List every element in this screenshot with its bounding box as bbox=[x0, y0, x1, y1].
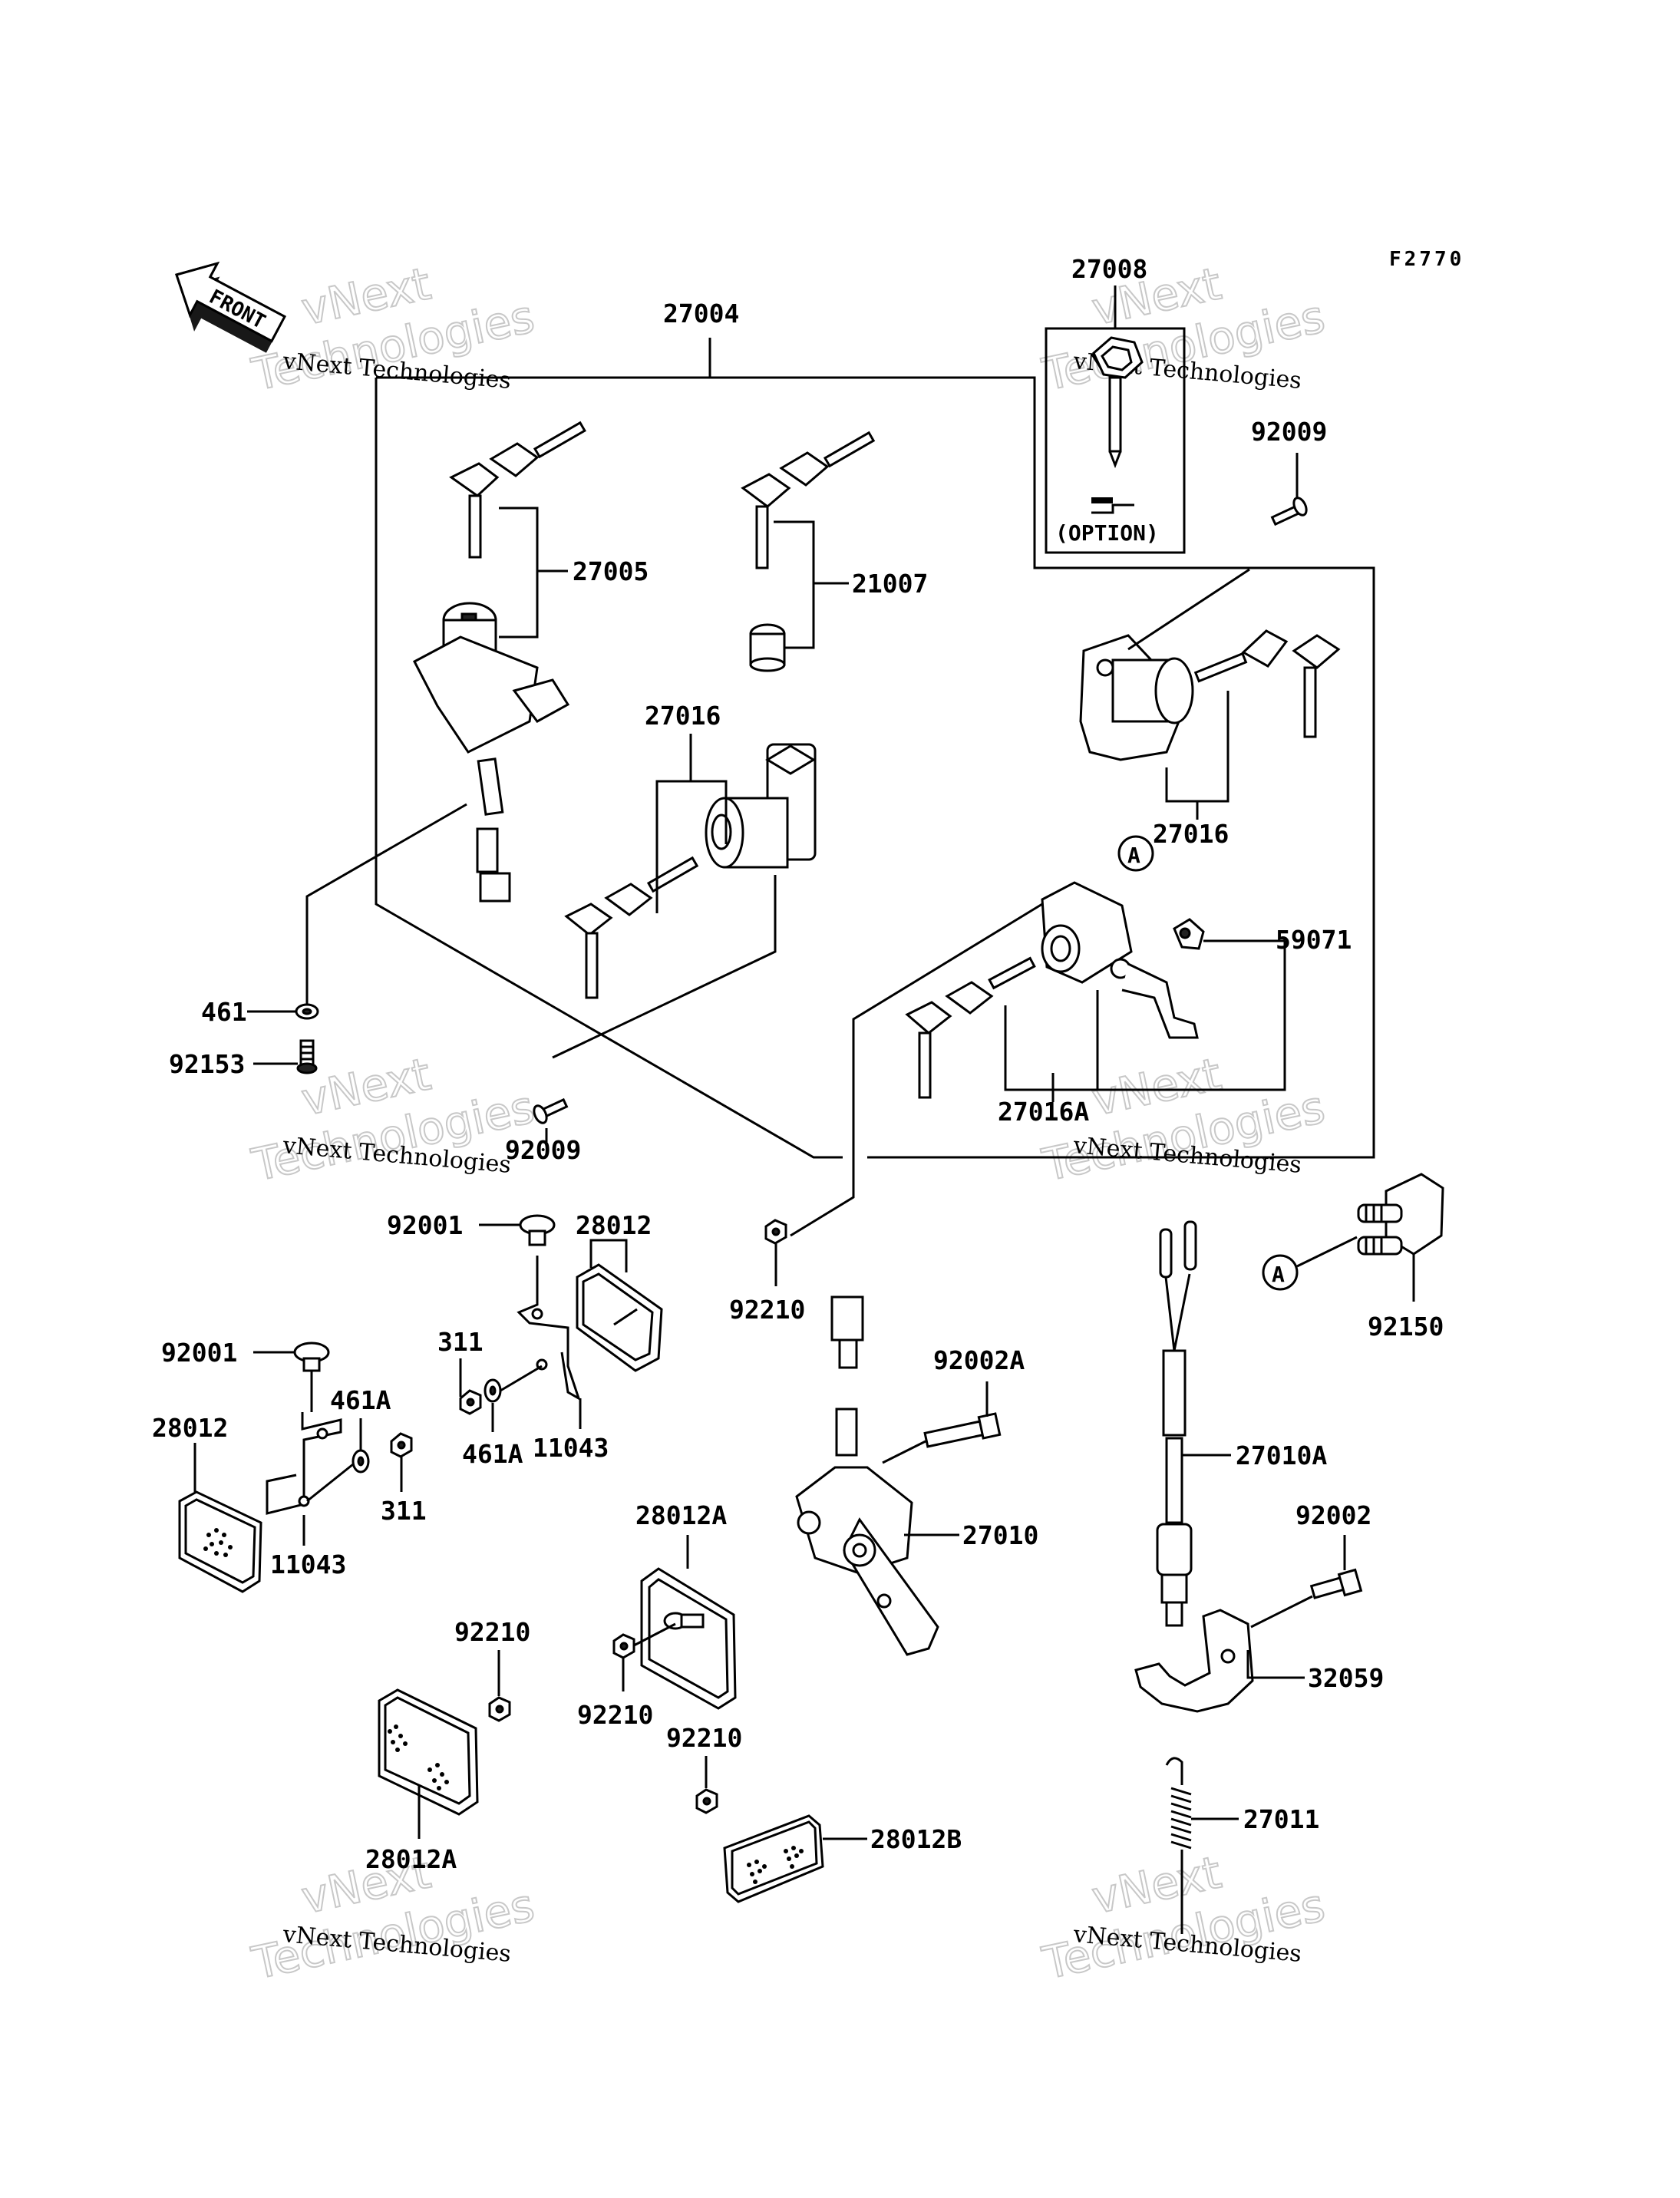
label-461: 461 bbox=[201, 997, 247, 1027]
label-27016-right: 27016 bbox=[1153, 819, 1229, 849]
label-59071: 59071 bbox=[1276, 925, 1352, 955]
washer-461A-lower-icon bbox=[484, 1378, 502, 1403]
keys-27016A-icon bbox=[905, 956, 1036, 1099]
label-92009-top: 92009 bbox=[1251, 417, 1327, 447]
option-symbol-icon bbox=[1091, 497, 1134, 514]
cap-21007-icon bbox=[749, 623, 786, 672]
label-28012B: 28012B bbox=[870, 1824, 962, 1854]
label-27011: 27011 bbox=[1243, 1804, 1319, 1834]
label-11043-upper: 11043 bbox=[533, 1433, 609, 1463]
nut-311-upper-icon bbox=[459, 1389, 482, 1415]
label-92002A: 92002A bbox=[933, 1345, 1025, 1375]
label-92002: 92002 bbox=[1295, 1500, 1371, 1530]
label-92210-center: 92210 bbox=[729, 1295, 805, 1325]
figure-code: F2770 bbox=[1389, 248, 1464, 271]
ref-a-lower: A bbox=[1272, 1262, 1285, 1287]
label-option: (OPTION) bbox=[1055, 520, 1159, 546]
bracket-32059-icon bbox=[1134, 1609, 1254, 1713]
label-27005: 27005 bbox=[573, 556, 649, 586]
helmet-lock-27016-icon bbox=[1079, 634, 1194, 761]
label-21007: 21007 bbox=[852, 569, 928, 599]
reflector-28012A-left-icon bbox=[378, 1688, 479, 1816]
key-27008-icon bbox=[1092, 336, 1144, 469]
keys-21007-icon bbox=[741, 431, 876, 569]
reflector-28012A-center-icon bbox=[640, 1567, 737, 1710]
label-27016-left: 27016 bbox=[645, 701, 721, 731]
label-92001-left: 92001 bbox=[161, 1338, 237, 1368]
label-27004: 27004 bbox=[663, 299, 739, 328]
sensor-27010A-icon bbox=[1156, 1220, 1197, 1627]
set-27004-outline bbox=[375, 338, 1375, 1159]
label-92210-left: 92210 bbox=[577, 1700, 653, 1730]
label-28012-upper: 28012 bbox=[576, 1210, 652, 1240]
bolt-92002A-icon bbox=[923, 1412, 1002, 1448]
front-arrow-icon: FRONT bbox=[175, 261, 286, 353]
label-461A-lower: 461A bbox=[462, 1439, 523, 1469]
sidestand-switch-27010-icon bbox=[795, 1295, 939, 1656]
bracket-11043-lower-icon bbox=[266, 1412, 342, 1515]
label-92210-mid: 92210 bbox=[454, 1617, 530, 1647]
nut-92210-left-icon bbox=[612, 1633, 635, 1659]
label-311-lower: 311 bbox=[381, 1496, 427, 1526]
label-28012-left: 28012 bbox=[152, 1413, 228, 1443]
label-92210-bottom: 92210 bbox=[666, 1723, 742, 1753]
reflector-28012B-icon bbox=[723, 1814, 824, 1903]
label-27010: 27010 bbox=[962, 1520, 1038, 1550]
plate-92150-icon bbox=[1357, 1173, 1444, 1256]
label-92153: 92153 bbox=[169, 1049, 245, 1079]
spring-27011-icon bbox=[1165, 1757, 1192, 1934]
bolt-92001-left-icon bbox=[293, 1342, 330, 1372]
screw-92009-top-icon bbox=[1270, 497, 1308, 526]
bolt-92001-upper-icon bbox=[519, 1214, 556, 1246]
reflector-28012-upper-icon bbox=[576, 1263, 663, 1372]
bolt-92153-icon bbox=[296, 1039, 318, 1074]
washer-461-icon bbox=[295, 1003, 319, 1020]
label-27016A: 27016A bbox=[998, 1097, 1089, 1127]
label-311-upper: 311 bbox=[437, 1327, 484, 1357]
nut-92210-mid-icon bbox=[488, 1696, 511, 1722]
label-92001-upper: 92001 bbox=[387, 1210, 463, 1240]
label-28012A-left: 28012A bbox=[365, 1844, 457, 1874]
ignition-switch-27005-icon bbox=[412, 602, 570, 903]
keys-27005-icon bbox=[449, 421, 586, 559]
ref-a-upper-marker bbox=[1117, 835, 1154, 872]
keys-27016-right-icon bbox=[1193, 629, 1341, 738]
label-27010A: 27010A bbox=[1236, 1441, 1327, 1470]
bolt-92002-icon bbox=[1309, 1568, 1363, 1599]
label-32059: 32059 bbox=[1308, 1663, 1384, 1693]
ref-a-lower-marker bbox=[1262, 1254, 1299, 1291]
label-11043-lower: 11043 bbox=[270, 1549, 346, 1579]
screw-92009-bottom-icon bbox=[533, 1097, 569, 1124]
bracket-11043-upper-icon bbox=[517, 1256, 581, 1401]
keys-27016-left-icon bbox=[564, 856, 699, 999]
label-461A-upper: 461A bbox=[330, 1385, 391, 1415]
nut-311-lower-icon bbox=[390, 1432, 413, 1458]
clip-59071-icon bbox=[1173, 918, 1205, 950]
label-92009-bottom: 92009 bbox=[505, 1135, 581, 1165]
nut-92210-center-icon bbox=[764, 1219, 787, 1245]
nut-92210-bottom-icon bbox=[695, 1788, 718, 1814]
lock-27016A-icon bbox=[1041, 881, 1199, 1039]
reflector-28012-left-icon bbox=[178, 1490, 262, 1593]
label-92150: 92150 bbox=[1368, 1312, 1444, 1342]
label-27008: 27008 bbox=[1071, 254, 1147, 284]
washer-461A-upper-icon bbox=[352, 1449, 370, 1474]
label-28012A-center: 28012A bbox=[635, 1500, 727, 1530]
ref-a-upper: A bbox=[1127, 843, 1140, 868]
lock-27016-left-icon bbox=[705, 743, 817, 869]
